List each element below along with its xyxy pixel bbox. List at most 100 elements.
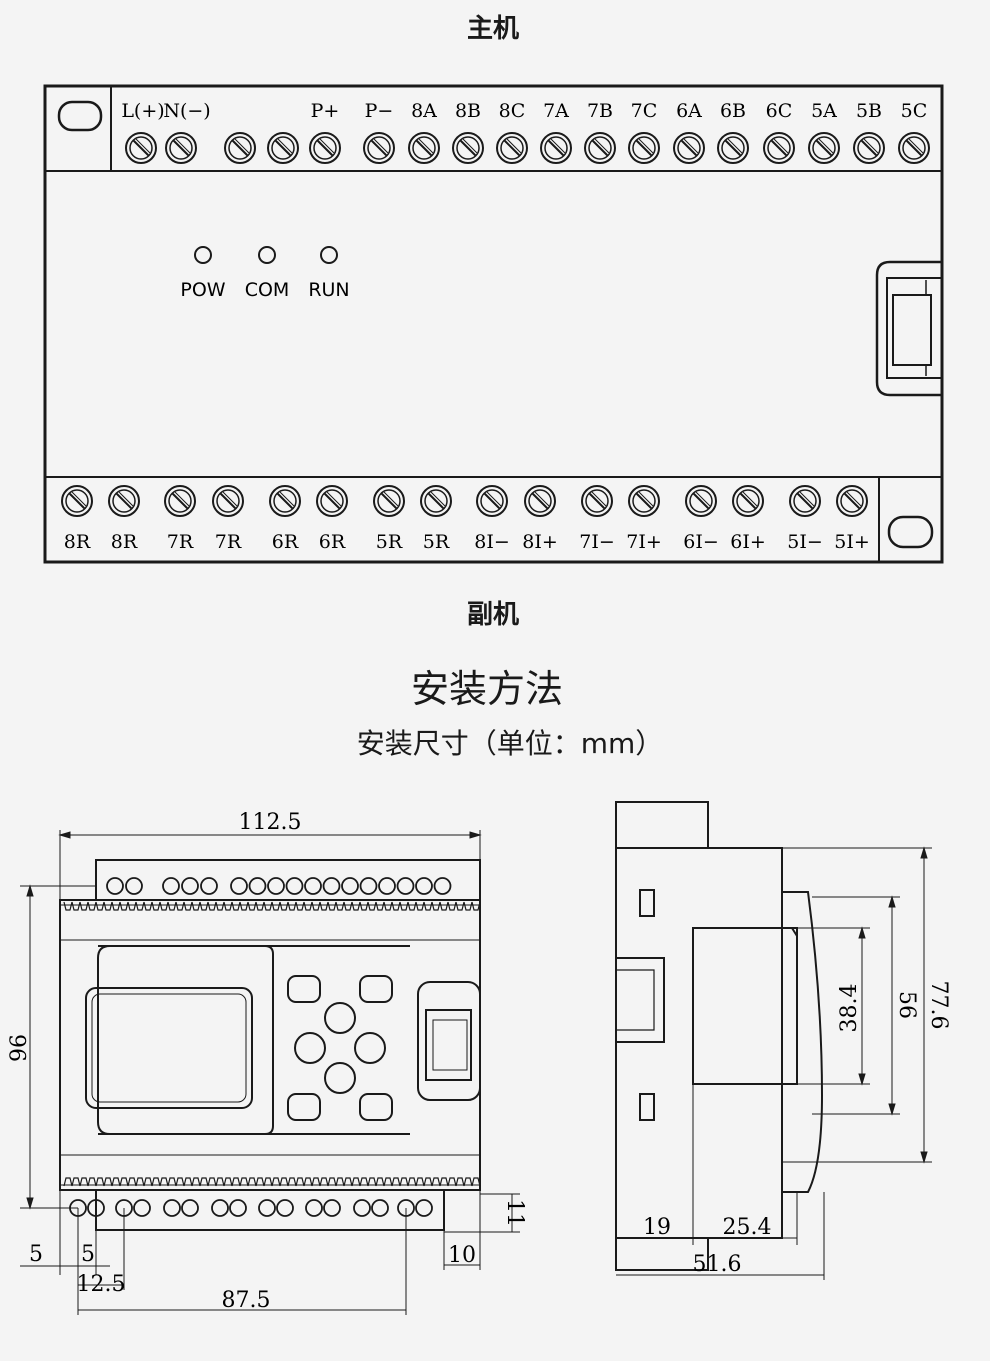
dim-spacing-b: 5 xyxy=(81,1242,95,1267)
terminal-circle xyxy=(162,877,180,895)
top-terminal-label: P+ xyxy=(311,100,340,122)
top-terminal-screw xyxy=(853,132,885,164)
bottom-terminal-label: 6R xyxy=(319,531,346,553)
bottom-terminal-label: 8I+ xyxy=(522,531,558,553)
dim-spacing-a: 5 xyxy=(29,1242,43,1267)
terminal-circle xyxy=(396,877,415,895)
mount-hole-bottom xyxy=(887,515,934,549)
top-terminal-screw xyxy=(452,132,484,164)
led-label-run: RUN xyxy=(308,279,349,301)
dim-spacing-c: 12.5 xyxy=(77,1272,126,1297)
top-terminal-label: 7B xyxy=(587,100,613,122)
terminal-circle xyxy=(125,877,143,895)
front-view-drawing: 112.5 96 5 5 12.5 87.5 10 11 xyxy=(7,810,527,1315)
side-view-drawing: 38.4 56 77.6 19 25.4 51.6 xyxy=(615,801,951,1280)
bottom-terminal-screw xyxy=(108,485,140,517)
bottom-terminal-screw xyxy=(732,485,764,517)
main-unit-title: 主机 xyxy=(466,14,519,44)
terminal-circle xyxy=(163,1199,181,1217)
bottom-terminal-screw xyxy=(269,485,301,517)
top-terminal-screw xyxy=(125,132,157,164)
dim-right-offset: 10 xyxy=(448,1243,476,1268)
bottom-terminal-label: 6I− xyxy=(683,531,719,553)
front-bottom-strip xyxy=(95,1189,445,1231)
top-terminal-screw xyxy=(363,132,395,164)
bottom-terminal-label: 5I+ xyxy=(834,531,870,553)
top-terminal-screw xyxy=(584,132,616,164)
dim-38: 38.4 xyxy=(837,984,862,1033)
top-terminal-screw xyxy=(224,132,256,164)
bottom-terminal-label: 5R xyxy=(423,531,450,553)
top-terminal-label: 7A xyxy=(543,100,569,122)
bottom-terminal-label: 7I− xyxy=(579,531,615,553)
led-label-com: COM xyxy=(245,279,290,301)
dim-77: 77.6 xyxy=(926,981,951,1030)
top-terminal-label: 8A xyxy=(411,100,437,122)
bottom-terminal-screw xyxy=(836,485,868,517)
top-terminal-label: 7C xyxy=(631,100,658,122)
bottom-terminal-label: 7I+ xyxy=(626,531,662,553)
top-terminal-screw xyxy=(267,132,299,164)
terminal-circle xyxy=(323,1199,341,1217)
bottom-terminal-label: 7R xyxy=(167,531,194,553)
top-terminal-screw xyxy=(898,132,930,164)
terminal-circle xyxy=(433,877,452,895)
expansion-port xyxy=(875,260,943,397)
top-terminal-screw xyxy=(309,132,341,164)
terminal-circle xyxy=(267,877,285,895)
terminal-circle xyxy=(322,877,341,895)
top-terminal-label: 5A xyxy=(811,100,837,122)
bottom-terminal-screw xyxy=(685,485,717,517)
bottom-terminal-screw xyxy=(164,485,196,517)
terminal-circle xyxy=(353,1199,371,1217)
top-terminal-screw xyxy=(540,132,572,164)
dim-25: 25.4 xyxy=(723,1215,772,1240)
installation-heading: 安装方法 xyxy=(410,667,563,711)
top-terminal-label: 6B xyxy=(720,100,746,122)
bottom-terminal-screw xyxy=(373,485,405,517)
terminal-circle xyxy=(258,1199,276,1217)
top-terminal-screw xyxy=(763,132,795,164)
bottom-terminal-label: 8I− xyxy=(474,531,510,553)
bottom-terminal-label: 7R xyxy=(215,531,242,553)
dim-spacing-d: 87.5 xyxy=(222,1288,271,1313)
top-terminal-label: L(+) xyxy=(121,100,164,122)
bottom-terminal-label: 8R xyxy=(64,531,91,553)
top-terminal-screw xyxy=(717,132,749,164)
terminal-circle xyxy=(211,1199,229,1217)
bottom-terminal-screw xyxy=(581,485,613,517)
sub-unit-title: 副机 xyxy=(466,600,519,630)
dim-height-left: 96 xyxy=(7,1034,32,1062)
com-led xyxy=(258,246,276,264)
terminal-circle xyxy=(200,877,218,895)
top-terminal-label: 8C xyxy=(499,100,526,122)
bottom-terminal-screw xyxy=(212,485,244,517)
terminal-circle xyxy=(181,1199,199,1217)
pow-led xyxy=(194,246,212,264)
bottom-terminal-screw xyxy=(61,485,93,517)
top-terminal-label: 5C xyxy=(901,100,928,122)
terminal-circle xyxy=(415,1199,433,1217)
top-terminal-screw xyxy=(165,132,197,164)
bottom-terminal-screw xyxy=(789,485,821,517)
bottom-terminal-label: 6I+ xyxy=(730,531,766,553)
top-terminal-label: 5B xyxy=(856,100,882,122)
side-profile xyxy=(615,801,824,1271)
front-terminal-circles-top xyxy=(106,877,452,895)
top-terminal-screw xyxy=(673,132,705,164)
top-terminal-label: N(−) xyxy=(163,100,210,122)
installation-subheading: 安装尺寸（单位：mm） xyxy=(356,727,664,760)
bottom-terminal-screw xyxy=(524,485,556,517)
terminal-circle xyxy=(276,1199,294,1217)
top-terminal-label: 6C xyxy=(766,100,793,122)
terminal-circle xyxy=(304,877,322,895)
terminal-circle xyxy=(181,877,199,895)
bottom-terminal-label: 5I− xyxy=(787,531,823,553)
terminal-circle xyxy=(285,877,304,895)
bottom-terminal-screws xyxy=(61,485,868,517)
terminal-circle xyxy=(305,1199,323,1217)
terminal-circle xyxy=(415,877,433,895)
